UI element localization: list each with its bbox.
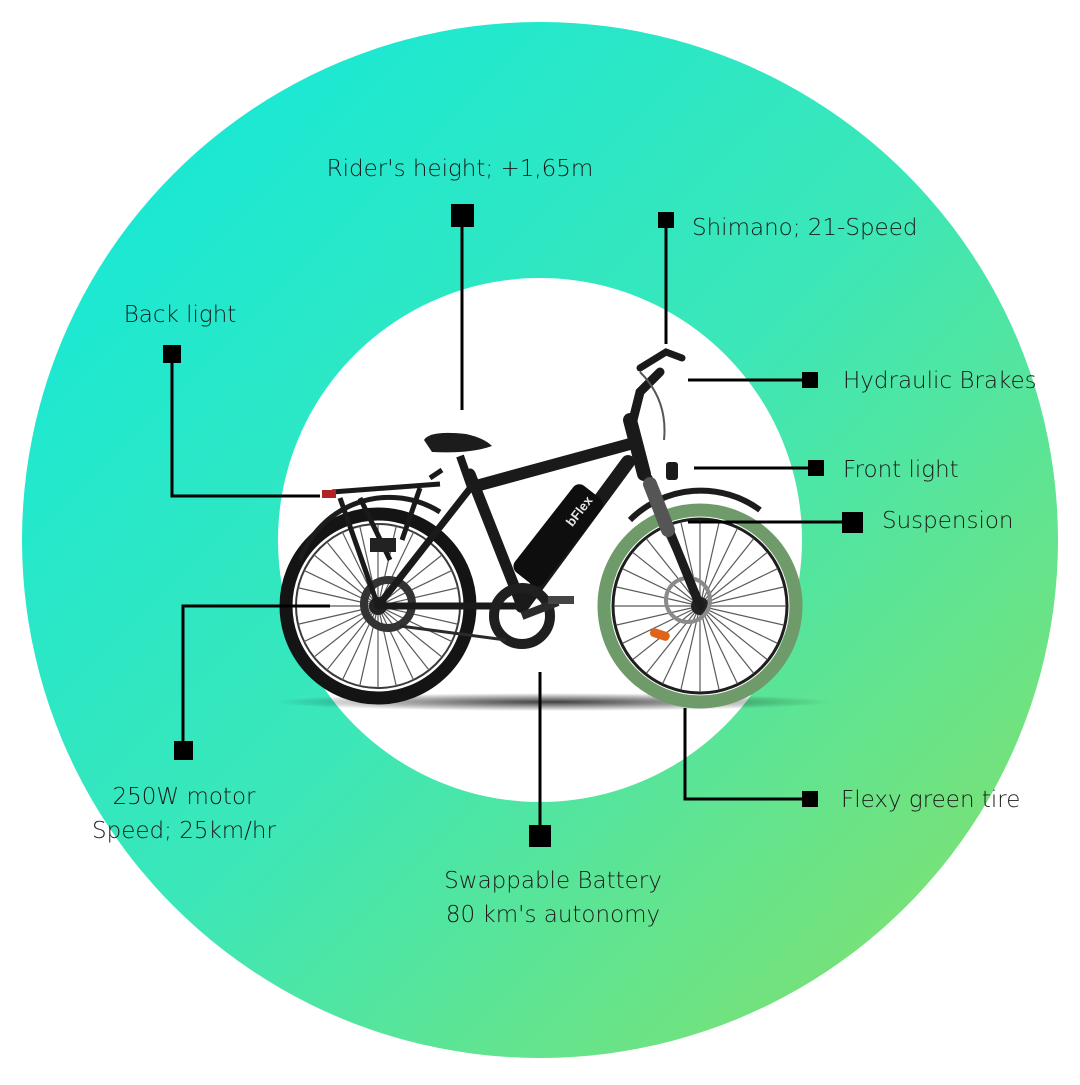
- marker-back-light: [163, 345, 181, 363]
- wheel-spoke: [377, 605, 397, 687]
- back-light-unit: [322, 490, 336, 498]
- leader-tire: [683, 708, 810, 801]
- wheel-spoke: [377, 605, 453, 643]
- green-tire: [597, 503, 803, 709]
- wheel-spoke: [616, 605, 701, 626]
- label-front-light: Front light: [843, 457, 959, 483]
- wheel-spoke: [699, 528, 738, 607]
- battery-pack: bFlex: [513, 484, 604, 587]
- handlebar: [636, 348, 686, 372]
- markers: [163, 204, 863, 847]
- label-tire: Flexy green tire: [841, 787, 1021, 813]
- front-wheel: [597, 503, 803, 709]
- label-battery-line1: Swappable Battery: [444, 868, 662, 894]
- suspension-fork: [643, 473, 705, 611]
- wheel-spoke: [377, 605, 430, 671]
- wheel-spoke: [699, 605, 784, 626]
- chainring: [489, 583, 555, 649]
- marker-battery: [529, 825, 551, 847]
- wheel-spoke: [699, 522, 720, 607]
- bicycle-illustration: bFlex: [279, 348, 803, 709]
- wheel-spoke: [662, 605, 701, 684]
- label-battery: Swappable Battery 80 km's autonomy: [444, 864, 662, 932]
- front-fender: [627, 487, 762, 523]
- wheel-spoke: [699, 605, 768, 661]
- brake-cable: [639, 371, 666, 441]
- leader-motor: [181, 604, 330, 750]
- spoke-reflector: [649, 628, 670, 641]
- label-motor-line2: Speed; 25km/hr: [92, 818, 276, 844]
- wheel-spoke: [699, 568, 778, 607]
- wheel-spoke: [699, 605, 738, 684]
- marker-motor: [174, 741, 193, 760]
- marker-hydraulic-brakes: [802, 372, 818, 388]
- front-light-unit: [666, 462, 678, 480]
- rack-bag-strap: [370, 538, 396, 552]
- wheel-spoke: [377, 605, 415, 681]
- wheel-spoke: [622, 568, 701, 607]
- marker-suspension: [842, 512, 863, 533]
- leader-back-light: [170, 354, 320, 498]
- label-battery-line2: 80 km's autonomy: [445, 902, 661, 928]
- marker-tire: [802, 791, 818, 807]
- wheel-spoke: [699, 586, 784, 607]
- marker-shimano: [658, 212, 674, 228]
- wheel-spoke: [645, 605, 701, 674]
- label-hydraulic-brakes: Hydraulic Brakes: [843, 368, 1037, 394]
- stem: [627, 367, 665, 429]
- wheel-spoke: [622, 605, 701, 644]
- wheel-spoke: [632, 551, 701, 607]
- leader-lines: [170, 216, 852, 836]
- rear-fender: [297, 494, 442, 561]
- seat-post: [456, 454, 476, 492]
- chain: [399, 624, 507, 642]
- label-riders-height: Rider's height; +1,65m: [326, 156, 594, 182]
- marker-riders-height: [451, 204, 474, 227]
- label-suspension: Suspension: [882, 508, 1014, 534]
- wheel-spoke: [699, 605, 720, 690]
- wheel-spoke: [699, 605, 778, 644]
- label-shimano: Shimano; 21-Speed: [692, 215, 918, 241]
- wheel-spoke: [377, 605, 443, 658]
- wheel-spoke: [616, 586, 701, 607]
- crank-arm: [520, 598, 560, 620]
- pedal: [548, 596, 574, 604]
- label-motor: 250W motor Speed; 25km/hr: [92, 780, 276, 848]
- rear-rack: [331, 467, 444, 607]
- wheel-spoke: [699, 605, 755, 674]
- label-back-light: Back light: [123, 302, 237, 328]
- wheel-spoke: [377, 569, 453, 607]
- label-motor-line1: 250W motor: [112, 784, 256, 810]
- marker-front-light: [808, 460, 824, 476]
- saddle: [424, 432, 492, 453]
